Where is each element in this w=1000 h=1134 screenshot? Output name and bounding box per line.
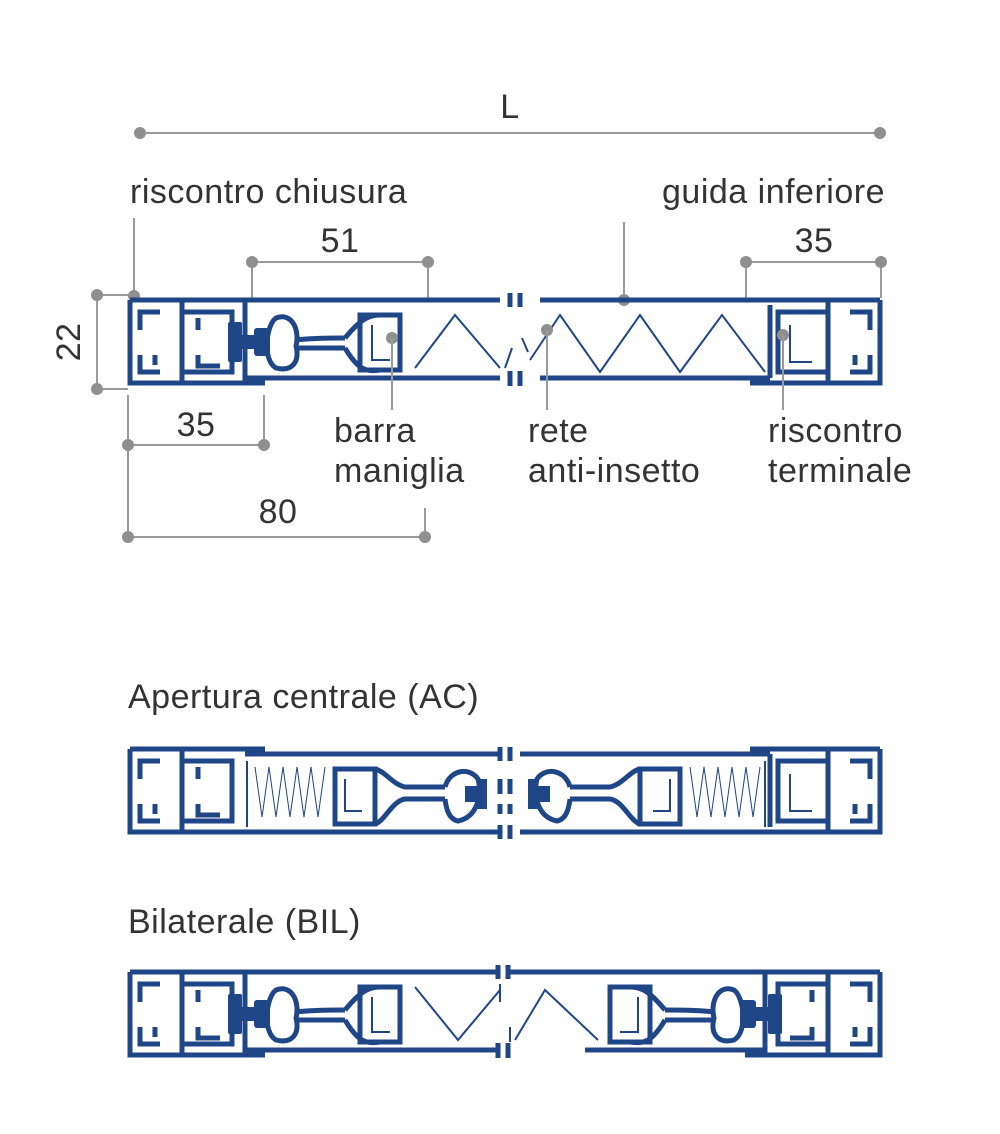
section-title-bilateral: Bilaterale (BIL) bbox=[128, 903, 361, 941]
handle-offset-dimension-label: 80 bbox=[259, 493, 298, 531]
label-barra-1: barra bbox=[334, 412, 416, 450]
overall-dimension: L bbox=[134, 88, 886, 139]
label-rete-2: anti-insetto bbox=[528, 452, 700, 490]
closing-catch-dimension-label: 35 bbox=[177, 406, 216, 444]
bilateral-assembly bbox=[130, 965, 880, 1058]
central-opening-assembly bbox=[130, 747, 880, 839]
section-title-central: Apertura centrale (AC) bbox=[128, 678, 479, 716]
label-guida-inferiore: guida inferiore bbox=[662, 173, 885, 211]
height-dimension-label: 22 bbox=[50, 323, 88, 362]
label-riscontro-chiusura: riscontro chiusura bbox=[130, 173, 407, 211]
handle-bar-dimension: 51 bbox=[246, 222, 434, 298]
bottom-leaders bbox=[386, 324, 789, 410]
overall-dimension-label: L bbox=[500, 88, 519, 126]
label-rete-1: rete bbox=[528, 412, 589, 450]
label-riscontro-terminale-2: terminale bbox=[768, 452, 912, 490]
end-catch-dimension-label: 35 bbox=[795, 222, 834, 260]
handle-bar-dimension-label: 51 bbox=[321, 222, 360, 260]
handle-offset-dimension: 80 bbox=[122, 493, 431, 543]
height-dimension: 22 bbox=[50, 289, 128, 395]
top-profile-assembly bbox=[130, 293, 880, 386]
label-barra-2: maniglia bbox=[334, 452, 465, 490]
end-catch-dimension: 35 bbox=[740, 222, 887, 298]
label-riscontro-terminale-1: riscontro bbox=[768, 412, 903, 450]
closing-catch-dimension: 35 bbox=[122, 395, 270, 537]
